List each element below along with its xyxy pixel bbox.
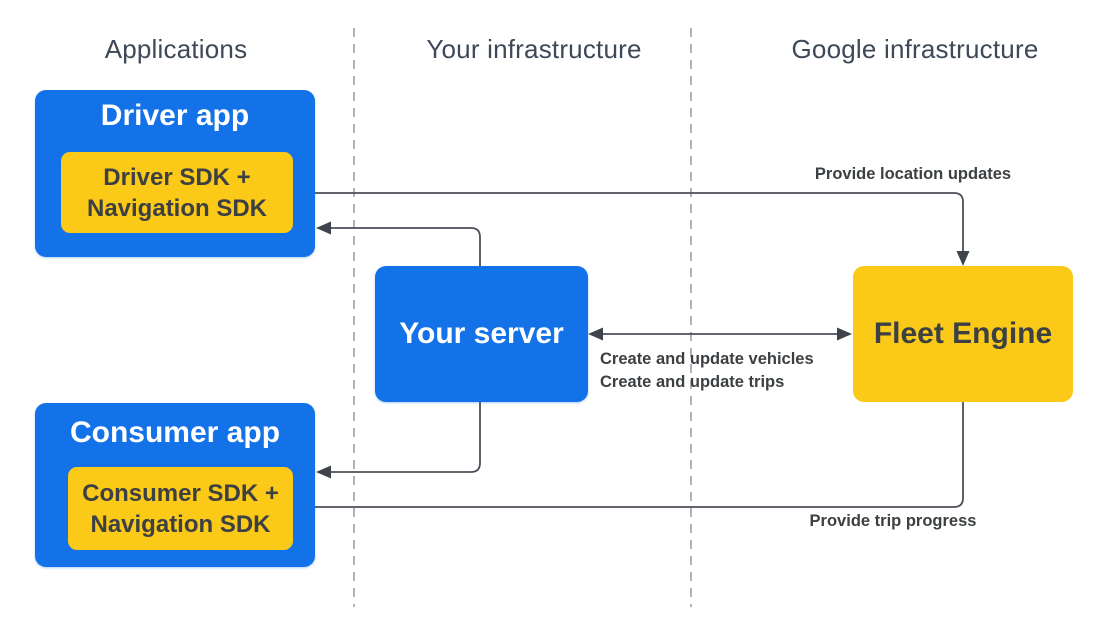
edge-label-provide-trip-progress: Provide trip progress [809,512,977,530]
edge-server-to-consumer-app [331,402,481,473]
driver-sdk-label-line1: Driver SDK + [103,163,251,191]
edge-label-provide-location-updates: Provide location updates [814,165,1012,183]
arrowhead-into-fleet-engine-left [837,327,852,341]
lane-header-google-infrastructure: Google infrastructure [791,34,1039,64]
node-consumer-app: Consumer app Consumer SDK + Navigation S… [35,403,315,567]
driver-app-title: Driver app [100,99,250,132]
node-consumer-sdk: Consumer SDK + Navigation SDK [68,467,293,550]
edge-label-create-and-update-vehicles: Create and update vehicles [600,350,814,368]
arrowhead-into-fleet-engine-top [956,251,970,266]
arrowhead-into-your-server [588,327,603,341]
fleet-engine-title: Fleet Engine [873,317,1053,350]
consumer-sdk-label-line1: Consumer SDK + [82,479,279,507]
edge-provide-trip-progress [309,402,964,508]
arrowhead-into-consumer-app [316,465,331,479]
node-driver-sdk: Driver SDK + Navigation SDK [61,152,293,233]
node-driver-app: Driver app Driver SDK + Navigation SDK [35,90,315,257]
lane-header-applications: Applications [104,34,248,64]
driver-sdk-label-line2: Navigation SDK [86,194,268,222]
arrowhead-into-driver-app [316,221,331,235]
consumer-sdk-label-line2: Navigation SDK [90,510,271,538]
edge-provide-location-updates [293,192,964,252]
consumer-app-title: Consumer app [69,416,281,449]
edge-label-create-and-update-trips: Create and update trips [600,373,785,391]
lane-header-your-infrastructure: Your infrastructure [426,34,642,64]
node-your-server: Your server [375,266,588,402]
node-fleet-engine: Fleet Engine [853,266,1073,402]
edge-server-to-driver-app [331,227,481,266]
your-server-title: Your server [399,317,564,350]
